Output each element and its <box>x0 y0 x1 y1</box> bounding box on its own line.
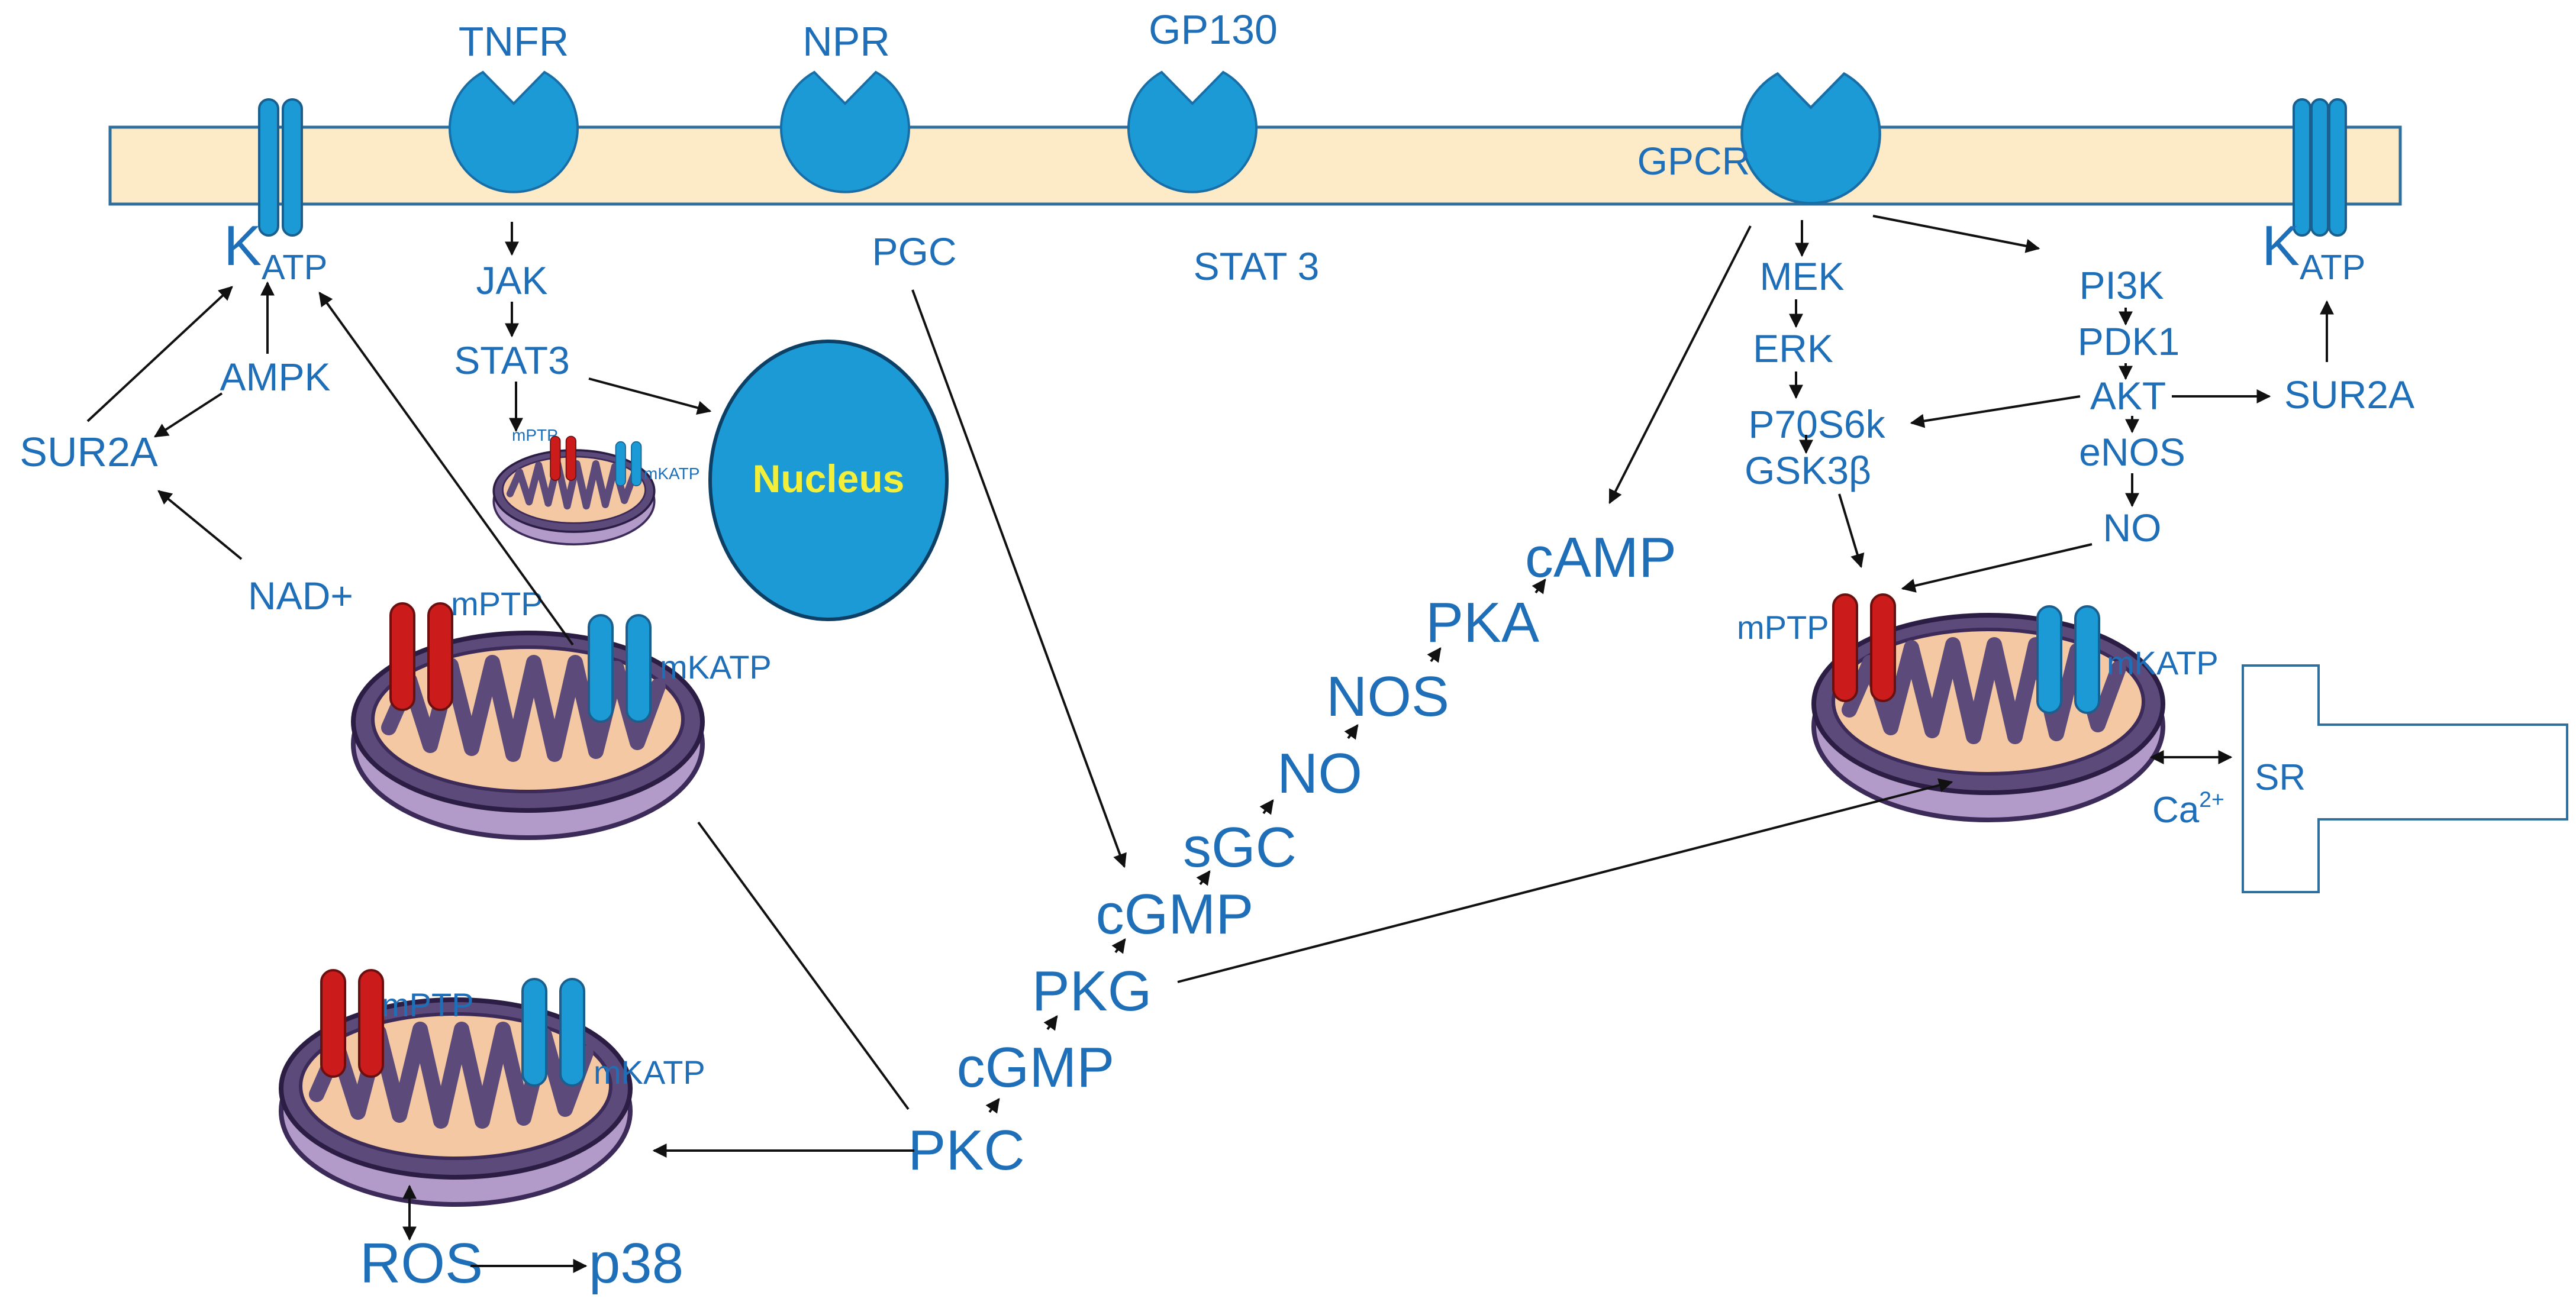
arrow-gsk3b-to-mito <box>1838 493 1865 568</box>
arrow-cgmp-to-pkg <box>1043 1015 1058 1031</box>
mkatp-left-label: mKATP <box>660 648 772 686</box>
sarcoplasmic-reticulum-icon <box>2242 664 2568 893</box>
mptp-small-label: mPTP <box>512 426 558 444</box>
arrow-gpcr-to-pi3k <box>1872 215 2040 253</box>
gp130-label: GP130 <box>1149 7 1278 53</box>
gpcr-receptor-icon <box>1742 74 1879 203</box>
stat3-label: STAT3 <box>454 338 570 382</box>
arrow-mito-to-katp <box>318 292 574 646</box>
arrow-nos-to-pka <box>1427 647 1442 663</box>
nos-label: NOS <box>1326 665 1449 728</box>
mptp-right-label: mPTP <box>1737 609 1829 646</box>
pka-label: PKA <box>1426 591 1539 654</box>
nad-label: NAD+ <box>248 574 353 618</box>
katp-left-label: KATP <box>224 214 327 287</box>
enos-label: eNOS <box>2079 430 2185 474</box>
arrow-pka-to-camp <box>1532 579 1546 595</box>
gpcr-label: GPCR <box>1637 139 1750 183</box>
mptp-left-label: mPTP <box>451 585 543 622</box>
cgmp-upper-label: cGMP <box>1096 883 1254 946</box>
arrow-no-to-mito <box>1901 543 2093 593</box>
npr-receptor-icon <box>780 71 910 193</box>
line-mito-pkc <box>697 821 910 1110</box>
pkg-label: PKG <box>1032 960 1152 1023</box>
mitochondrion-right <box>1814 593 2163 820</box>
camp-label: cAMP <box>1525 526 1677 589</box>
calcium-label: Ca2+ <box>2152 787 2224 831</box>
nucleus-label: Nucleus <box>753 457 905 500</box>
arrow-sur2a-to-katp <box>86 286 233 422</box>
arrow-akt-to-p70s6k <box>1910 395 2081 428</box>
nucleus-icon <box>708 340 949 621</box>
no-center-label: NO <box>1277 742 1362 805</box>
arrow-pkg-to-mito <box>1177 778 1953 983</box>
arrow-pkc-to-cgmp <box>985 1098 1000 1114</box>
pi3k-label: PI3K <box>2079 263 2164 307</box>
gp130-receptor-icon <box>1127 71 1258 193</box>
arrow-cgmp-to-sgc <box>1196 870 1211 886</box>
mek-label: MEK <box>1759 254 1844 298</box>
katp-right-label: KATP <box>2262 214 2365 287</box>
katp-channel-right-icon <box>2293 98 2347 237</box>
pkc-label: PKC <box>908 1119 1024 1182</box>
katp-channel-left-icon <box>258 98 303 237</box>
arrows <box>86 215 2334 1273</box>
arrow-pgc-to-cgmp <box>911 289 1127 868</box>
ampk-label: AMPK <box>220 355 330 399</box>
arrow-ampk-to-sur2a <box>153 392 223 438</box>
arrow-no-to-nos <box>1344 724 1359 740</box>
mkatp-small-label: mKATP <box>644 464 699 483</box>
mkatp-bottom-label: mKATP <box>594 1054 705 1091</box>
arrow-gpcr-to-camp <box>1608 225 1752 505</box>
sr-label: SR <box>2255 757 2306 798</box>
mitochondrion-small <box>494 435 654 545</box>
ros-label: ROS <box>360 1232 483 1295</box>
no-right-label: NO <box>2103 506 2162 550</box>
akt-label: AKT <box>2090 374 2166 418</box>
p70s6k-label: P70S6k <box>1748 402 1885 446</box>
pdk1-label: PDK1 <box>2078 319 2180 363</box>
sur2a-left-label: SUR2A <box>20 429 158 475</box>
mitochondrion-left <box>353 602 702 838</box>
arrow-pkg-to-cgmp <box>1111 938 1126 954</box>
cgmp-lower-label: cGMP <box>957 1036 1115 1099</box>
tnfr-receptor-icon <box>449 71 579 193</box>
tnfr-label: TNFR <box>459 18 569 64</box>
sgc-label: sGC <box>1183 816 1297 879</box>
mptp-bottom-label: mPTP <box>382 986 474 1023</box>
pgc-label: PGC <box>872 230 956 273</box>
jak-label: JAK <box>476 259 547 302</box>
gsk3b-label: GSK3β <box>1745 448 1871 492</box>
mkatp-right-label: mKATP <box>2107 644 2219 681</box>
npr-label: NPR <box>802 18 890 64</box>
p38-label: p38 <box>589 1232 684 1295</box>
arrow-stat3-to-nucleus <box>588 377 712 415</box>
sur2a-right-label: SUR2A <box>2284 373 2414 416</box>
arrow-nad-to-sur2a <box>157 490 243 560</box>
arrow-sgc-to-no <box>1259 799 1274 815</box>
stat-3-label: STAT 3 <box>1194 244 1320 288</box>
erk-label: ERK <box>1753 327 1833 370</box>
